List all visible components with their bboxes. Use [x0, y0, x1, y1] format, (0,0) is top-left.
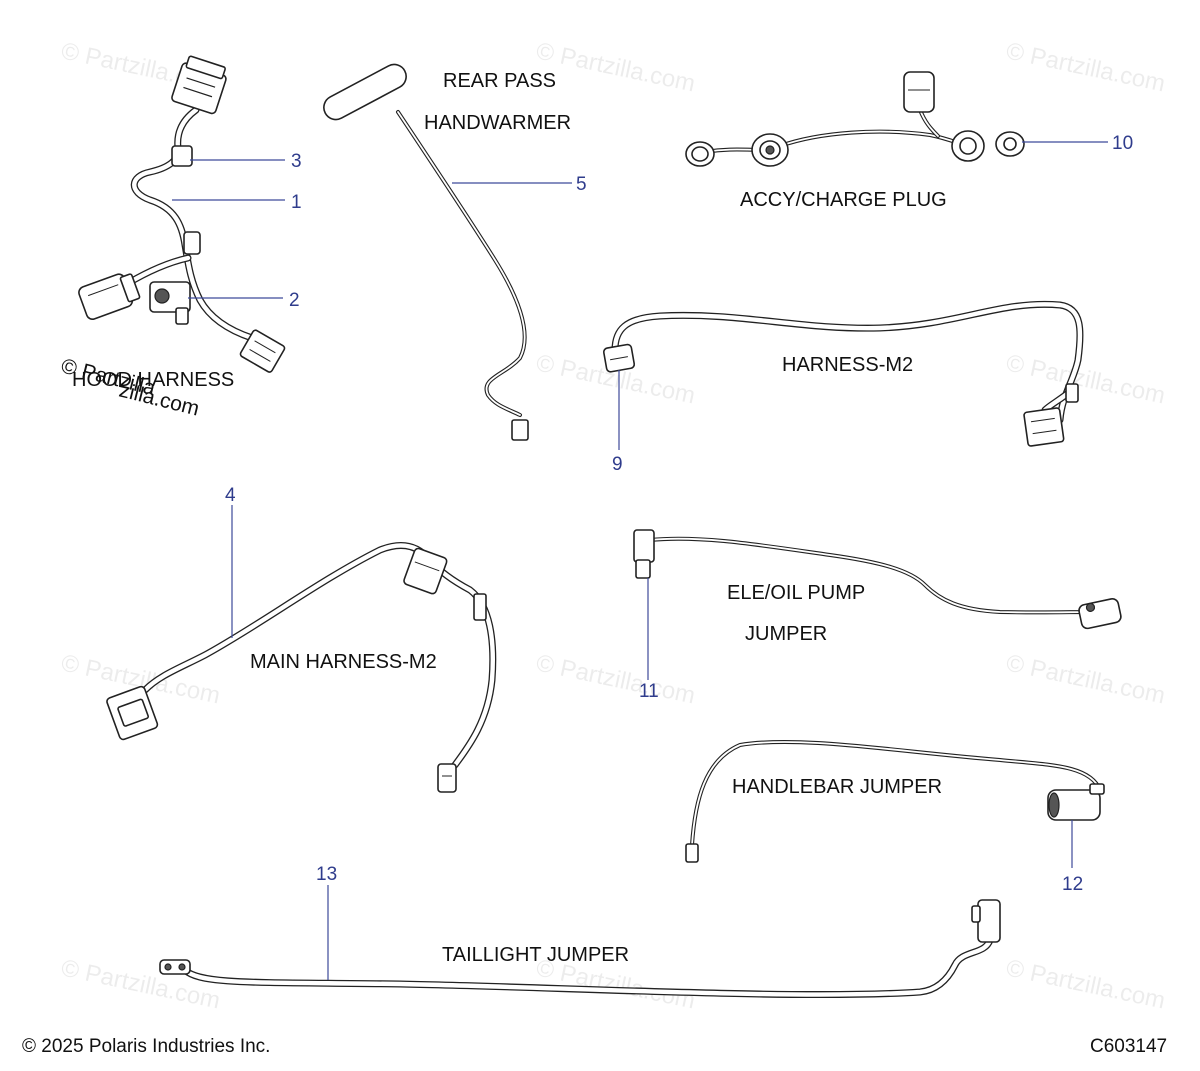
- taillight-jumper-label: TAILLIGHT JUMPER: [442, 944, 629, 966]
- accy-charge-label: ACCY/CHARGE PLUG: [740, 189, 947, 211]
- main-harness-label: MAIN HARNESS-M2: [250, 651, 437, 673]
- handwarmer-drawing: [323, 63, 529, 441]
- callout-13[interactable]: 13: [316, 864, 337, 885]
- main-harness-m2-drawing: [106, 542, 497, 793]
- handlebar-jumper-drawing: [685, 739, 1105, 863]
- watermark: © Partzilla.com: [534, 649, 698, 709]
- jumper-label: JUMPER: [745, 623, 827, 645]
- callout-3[interactable]: 3: [291, 151, 302, 172]
- harness-m2-label: HARNESS-M2: [782, 354, 913, 376]
- callout-2[interactable]: 2: [289, 290, 300, 311]
- harness-m2-drawing: [602, 300, 1084, 447]
- watermark: © Partzilla.com: [59, 954, 223, 1014]
- handwarmer-label: HANDWARMER: [424, 112, 571, 134]
- watermark: © Partzilla.com: [1004, 349, 1168, 409]
- handlebar-jumper-label: HANDLEBAR JUMPER: [732, 776, 942, 798]
- watermark: © Partzilla.com: [534, 37, 698, 97]
- rear-pass-label: REAR PASS: [443, 70, 556, 92]
- watermarks: © Partzilla.com © Partzilla.com © Partzi…: [59, 37, 1168, 1014]
- hood-harness-drawing: [78, 55, 286, 373]
- callout-1[interactable]: 1: [291, 192, 302, 213]
- callout-10[interactable]: 10: [1112, 133, 1133, 154]
- accy-charge-plug-drawing: [685, 71, 1025, 167]
- watermark: © Partzilla.com: [1004, 954, 1168, 1014]
- hood-harness-label: HOOD HARNESS: [72, 369, 234, 391]
- callout-9[interactable]: 9: [612, 454, 623, 475]
- callout-5[interactable]: 5: [576, 174, 587, 195]
- diagram-code: C603147: [1090, 1036, 1167, 1057]
- taillight-jumper-drawing: [159, 899, 1001, 999]
- copyright-text: © 2025 Polaris Industries Inc.: [22, 1036, 270, 1057]
- ele-oil-pump-jumper-drawing: [633, 529, 1122, 630]
- watermark: © Partzilla.com: [1004, 649, 1168, 709]
- watermark: © Partzilla.com: [1004, 37, 1168, 97]
- ele-oil-pump-label: ELE/OIL PUMP: [727, 582, 865, 604]
- callout-12[interactable]: 12: [1062, 874, 1083, 895]
- callout-11[interactable]: 11: [639, 681, 659, 702]
- callout-4[interactable]: 4: [225, 485, 236, 506]
